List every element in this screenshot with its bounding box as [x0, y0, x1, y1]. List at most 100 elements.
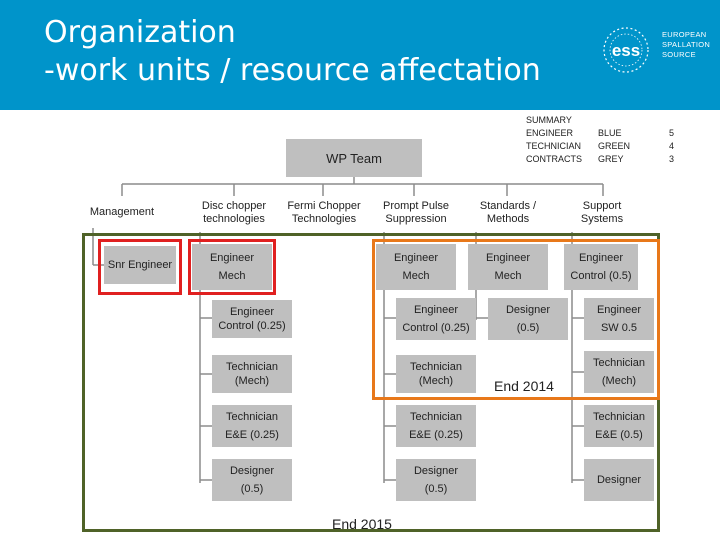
staff-role: Technician	[410, 361, 462, 373]
summary-labels: SUMMARY ENGINEER TECHNICIAN CONTRACTS	[526, 114, 582, 166]
staff-role: Engineer	[485, 252, 531, 264]
staff-detail: Mech	[402, 270, 430, 282]
unit-label: Support	[582, 200, 622, 212]
support-technician-mech: Technician (Mech)	[584, 351, 654, 393]
summary-color: GREY	[598, 154, 624, 164]
red-frame-snr-engineer	[98, 239, 182, 295]
staff-detail: (0.5)	[516, 322, 540, 334]
unit-label: Technologies	[291, 213, 357, 225]
unit-label: Management	[89, 206, 155, 218]
snr-engineer-box: Snr Engineer	[104, 246, 176, 284]
unit-fermi-chopper: Fermi Chopper Technologies	[276, 200, 372, 226]
logo-text-line-3: SOURCE	[662, 50, 696, 59]
staff-role: Technician	[593, 357, 645, 369]
unit-prompt-pulse: Prompt Pulse Suppression	[368, 200, 464, 226]
staff-detail: Mech	[494, 270, 522, 282]
staff-role: Engineer	[596, 304, 642, 316]
unit-standards-methods: Standards / Methods	[460, 200, 556, 226]
staff-detail: E&E (0.25)	[409, 429, 463, 441]
summary-label: TECHNICIAN	[526, 141, 582, 151]
end-2014-note: End 2014	[494, 378, 554, 394]
prompt-engineer-control: Engineer Control (0.25)	[396, 298, 476, 340]
summary-color: BLUE	[598, 128, 622, 138]
summary-count: 3	[669, 154, 675, 164]
staff-role: Engineer	[578, 252, 624, 264]
prompt-designer: Designer (0.5)	[396, 459, 476, 501]
disc-designer: Designer (0.5)	[212, 459, 292, 501]
summary-label: ENGINEER	[526, 128, 574, 138]
staff-detail: Mech	[218, 270, 246, 282]
disc-engineer-mech: Engineer Mech	[192, 244, 272, 290]
red-frame-disc-engineer	[188, 239, 276, 295]
standards-engineer-mech: Engineer Mech	[468, 244, 548, 290]
prompt-technician-mech: Technician (Mech)	[396, 355, 476, 393]
summary-count: 4	[669, 141, 675, 151]
staff-role: Designer	[505, 304, 551, 316]
unit-support-systems: Support Systems	[554, 200, 650, 226]
title-line-2: -work units / resource affectation	[44, 53, 541, 88]
prompt-engineer-mech: Engineer Mech	[376, 244, 456, 290]
staff-detail: E&E (0.25)	[225, 429, 279, 441]
staff-role: Engineer	[413, 304, 459, 316]
disc-engineer-control: Engineer Control (0.25)	[212, 300, 292, 338]
unit-label: Standards /	[479, 200, 537, 212]
staff-detail: Control (0.5)	[570, 270, 632, 282]
disc-technician-ee: Technician E&E (0.25)	[212, 405, 292, 447]
summary-count: 5	[669, 128, 675, 138]
unit-label: technologies	[203, 213, 265, 225]
unit-disc-chopper: Disc chopper technologies	[186, 200, 282, 226]
title-line-1: Organization	[44, 15, 236, 50]
orange-frame	[372, 239, 660, 400]
end-2015-note: End 2015	[332, 516, 392, 532]
wp-team-box: WP Team	[286, 139, 422, 177]
end-2015-label: End 2015	[332, 516, 392, 532]
unit-label: Methods	[486, 213, 530, 225]
slide-title: Organization -work units / resource affe…	[44, 14, 541, 90]
staff-detail: (0.5)	[424, 483, 448, 495]
logo-wordmark: EUROPEAN SPALLATION SOURCE	[662, 30, 710, 60]
unit-label: Prompt Pulse	[382, 200, 450, 212]
unit-management: Management	[76, 206, 168, 219]
end-2014-label: End 2014	[494, 378, 554, 394]
staff-detail: (Mech)	[234, 375, 270, 387]
summary-counts: 5 4 3	[669, 127, 674, 166]
staff-role: Engineer	[229, 306, 275, 318]
staff-detail: (Mech)	[601, 375, 637, 387]
staff-role: Designer	[229, 465, 275, 477]
support-engineer-control: Engineer Control (0.5)	[564, 244, 638, 290]
staff-role: Technician	[226, 361, 278, 373]
title-banner: Organization -work units / resource affe…	[0, 0, 720, 110]
ess-logo-mark-icon: ess	[603, 27, 649, 73]
staff-role: Designer	[413, 465, 459, 477]
staff-detail: E&E (0.5)	[595, 429, 643, 441]
staff-role: Technician	[410, 411, 462, 423]
staff-detail: Control (0.25)	[218, 320, 286, 332]
staff-role: Engineer	[209, 252, 255, 264]
summary-heading: SUMMARY	[526, 115, 572, 125]
support-engineer-sw: Engineer SW 0.5	[584, 298, 654, 340]
standards-designer: Designer (0.5)	[488, 298, 568, 340]
staff-detail: SW 0.5	[600, 322, 638, 334]
summary-colors: BLUE GREEN GREY	[598, 127, 630, 166]
summary-label: CONTRACTS	[526, 154, 582, 164]
ess-logo: ess EUROPEAN SPALLATION SOURCE	[596, 20, 716, 80]
staff-label: Snr Engineer	[107, 259, 173, 271]
staff-role: Engineer	[393, 252, 439, 264]
staff-detail: Control (0.25)	[402, 322, 470, 334]
staff-detail: (0.5)	[240, 483, 264, 495]
support-designer: Designer	[584, 459, 654, 501]
summary-color: GREEN	[598, 141, 631, 151]
unit-label: Suppression	[385, 213, 447, 225]
unit-label: Systems	[580, 213, 624, 225]
logo-text-line-2: SPALLATION	[662, 40, 711, 49]
prompt-technician-ee: Technician E&E (0.25)	[396, 405, 476, 447]
staff-role: Technician	[593, 411, 645, 423]
unit-label: Fermi Chopper	[287, 200, 361, 212]
staff-detail: (Mech)	[418, 375, 454, 387]
support-technician-ee: Technician E&E (0.5)	[584, 405, 654, 447]
unit-label: Disc chopper	[201, 200, 267, 212]
staff-role: Designer	[596, 474, 642, 486]
staff-role: Technician	[226, 411, 278, 423]
disc-technician-mech: Technician (Mech)	[212, 355, 292, 393]
logo-text-line-1: EUROPEAN	[662, 30, 707, 39]
